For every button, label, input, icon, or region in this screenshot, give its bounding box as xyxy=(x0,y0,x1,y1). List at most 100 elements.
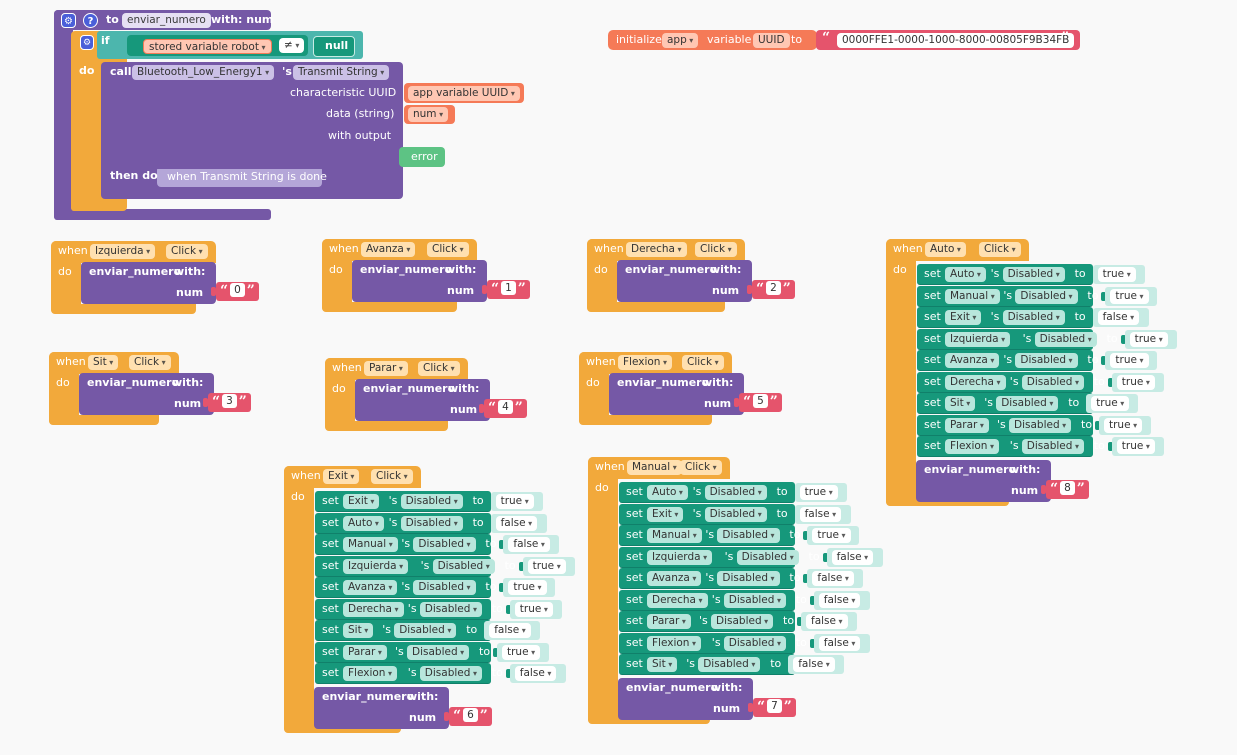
property-dropdown[interactable]: Disabled xyxy=(1021,439,1084,454)
set-component-dropdown[interactable]: Manual xyxy=(647,528,702,543)
event-dropdown[interactable]: Click xyxy=(682,355,724,370)
property-dropdown[interactable]: Disabled xyxy=(698,657,761,672)
property-dropdown[interactable]: Disabled xyxy=(413,537,476,552)
num-value-field[interactable]: 8 xyxy=(1060,480,1075,495)
procedure-name-field[interactable]: enviar_numero xyxy=(122,13,211,28)
set-component-dropdown[interactable]: Avanza xyxy=(343,580,398,595)
property-dropdown[interactable]: Disabled xyxy=(400,515,463,531)
num-value-field[interactable]: 0 xyxy=(230,283,245,297)
if-gear-icon[interactable]: ⚙ xyxy=(80,35,94,50)
event-dropdown[interactable]: Click xyxy=(418,361,460,376)
set-component-dropdown[interactable]: Izquierda xyxy=(945,331,1011,347)
boolean-dropdown[interactable]: false xyxy=(818,592,861,608)
property-dropdown[interactable]: Disabled xyxy=(400,494,463,509)
set-component-dropdown[interactable]: Avanza xyxy=(945,353,1000,368)
text-string-block[interactable]: “0” xyxy=(216,282,259,301)
set-component-dropdown[interactable]: Exit xyxy=(945,310,982,325)
num-value-field[interactable]: 1 xyxy=(501,281,516,295)
num-value-field[interactable]: 2 xyxy=(766,281,781,295)
uuid-text-field[interactable]: 0000FFE1-0000-1000-8000-00805F9B34FB xyxy=(837,33,1075,48)
call-procedure-block[interactable] xyxy=(355,379,490,421)
set-component-dropdown[interactable]: Parar xyxy=(647,614,691,629)
set-component-dropdown[interactable]: Sit xyxy=(647,657,678,672)
call-procedure-block[interactable] xyxy=(618,677,753,720)
boolean-dropdown[interactable]: true xyxy=(495,494,534,509)
set-component-dropdown[interactable]: Exit xyxy=(647,506,684,522)
boolean-dropdown[interactable]: true xyxy=(1097,267,1136,282)
boolean-dropdown[interactable]: true xyxy=(1104,417,1143,433)
property-dropdown[interactable]: Disabled xyxy=(419,666,482,681)
text-string-block[interactable]: “8” xyxy=(1046,479,1089,499)
set-component-dropdown[interactable]: Derecha xyxy=(945,374,1006,390)
num-value-field[interactable]: 6 xyxy=(463,707,478,722)
set-component-dropdown[interactable]: Flexion xyxy=(647,635,702,651)
stored-variable-getter[interactable]: stored variable robot xyxy=(143,39,272,54)
num-value-field[interactable]: 3 xyxy=(222,394,237,408)
boolean-dropdown[interactable]: true xyxy=(1116,374,1155,390)
boolean-dropdown[interactable]: true xyxy=(1091,396,1130,411)
set-component-dropdown[interactable]: Izquierda xyxy=(647,549,713,565)
event-dropdown[interactable]: Click xyxy=(166,244,208,259)
boolean-dropdown[interactable]: false xyxy=(489,623,531,638)
property-dropdown[interactable]: Disabled xyxy=(419,601,482,617)
event-dropdown[interactable]: Click xyxy=(129,355,171,370)
method-dropdown[interactable]: Transmit String xyxy=(293,65,390,80)
call-procedure-block[interactable] xyxy=(352,260,487,302)
call-procedure-block[interactable] xyxy=(617,260,752,302)
set-component-dropdown[interactable]: Exit xyxy=(343,494,380,509)
component-dropdown[interactable]: Derecha xyxy=(626,242,687,257)
component-dropdown[interactable]: Parar xyxy=(364,361,408,376)
error-block[interactable] xyxy=(399,147,445,167)
property-dropdown[interactable]: Disabled xyxy=(407,644,470,660)
text-string-block[interactable]: “5” xyxy=(739,393,782,412)
call-procedure-block[interactable] xyxy=(81,262,216,304)
property-dropdown[interactable]: Disabled xyxy=(1009,417,1072,433)
boolean-dropdown[interactable]: false xyxy=(793,657,835,672)
component-dropdown[interactable]: Exit xyxy=(323,469,360,484)
call-procedure-block[interactable] xyxy=(916,459,1051,502)
property-dropdown[interactable]: Disabled xyxy=(1002,267,1065,282)
boolean-dropdown[interactable]: true xyxy=(1110,288,1149,304)
boolean-dropdown[interactable]: false xyxy=(1097,310,1140,325)
num-value-field[interactable]: 4 xyxy=(498,400,513,414)
data-value-dropdown[interactable]: num xyxy=(408,107,449,122)
event-dropdown[interactable]: Click xyxy=(427,242,469,257)
event-dropdown[interactable]: Click xyxy=(695,242,737,257)
set-component-dropdown[interactable]: Auto xyxy=(647,485,688,500)
property-dropdown[interactable]: Disabled xyxy=(704,485,767,500)
call-procedure-block[interactable] xyxy=(314,686,449,729)
component-dropdown[interactable]: Flexion xyxy=(618,355,673,370)
null-block[interactable] xyxy=(313,36,355,57)
text-string-block[interactable]: “6” xyxy=(449,706,492,726)
boolean-dropdown[interactable]: true xyxy=(812,528,851,543)
scope-dropdown[interactable]: app xyxy=(662,33,699,48)
set-component-dropdown[interactable]: Auto xyxy=(945,267,986,282)
call-procedure-block[interactable] xyxy=(609,373,744,415)
set-component-dropdown[interactable]: Manual xyxy=(945,288,1000,304)
boolean-dropdown[interactable]: true xyxy=(502,644,541,660)
text-string-block[interactable]: “7” xyxy=(753,697,796,717)
component-dropdown[interactable]: Izquierda xyxy=(90,244,156,259)
event-dropdown[interactable]: Click xyxy=(371,469,413,484)
help-icon[interactable]: ? xyxy=(83,13,98,28)
set-component-dropdown[interactable]: Derecha xyxy=(343,601,404,617)
property-dropdown[interactable]: Disabled xyxy=(1021,374,1084,390)
boolean-dropdown[interactable]: true xyxy=(508,580,547,595)
property-dropdown[interactable]: Disabled xyxy=(432,558,495,574)
settings-gear-icon[interactable]: ⚙ xyxy=(61,13,76,28)
property-dropdown[interactable]: Disabled xyxy=(723,592,786,608)
boolean-dropdown[interactable]: true xyxy=(1116,439,1155,454)
set-component-dropdown[interactable]: Sit xyxy=(343,623,374,638)
set-component-dropdown[interactable]: Izquierda xyxy=(343,558,409,574)
num-value-field[interactable]: 7 xyxy=(767,698,782,713)
event-dropdown[interactable]: Click xyxy=(680,460,722,475)
event-dropdown[interactable]: Click xyxy=(979,242,1021,257)
boolean-dropdown[interactable]: false xyxy=(812,571,854,586)
variable-name-field[interactable]: UUID xyxy=(753,33,790,48)
boolean-dropdown[interactable]: true xyxy=(514,601,553,617)
text-string-block[interactable]: “2” xyxy=(752,280,795,299)
property-dropdown[interactable]: Disabled xyxy=(996,396,1059,411)
set-component-dropdown[interactable]: Flexion xyxy=(343,666,398,681)
boolean-dropdown[interactable]: false xyxy=(508,537,550,552)
